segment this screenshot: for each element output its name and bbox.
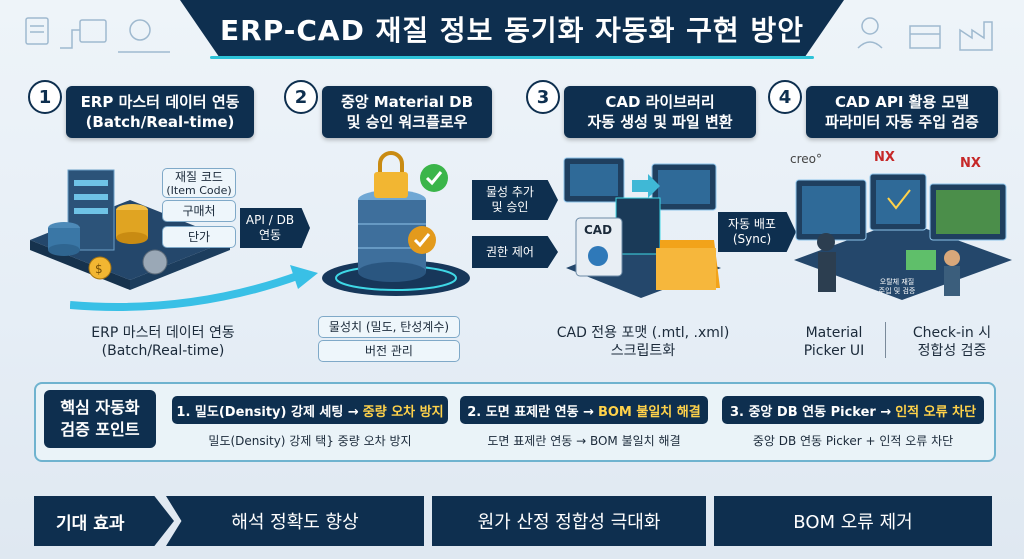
verify-point-2-sub: 도면 표제란 연동 → BOM 불일치 해결	[487, 434, 681, 448]
flow-arrow-icon	[70, 265, 318, 311]
expected-effects-label: 기대 효과	[34, 496, 174, 546]
cad-api-workstation-illustration	[794, 173, 1012, 300]
item-code-chip: 재질 코드(Item Code)	[162, 168, 236, 198]
effect-cost-consistency: 원가 산정 정합성 극대화	[432, 496, 706, 546]
effect-bom-error-removal: BOM 오류 제거	[714, 496, 992, 546]
erp-server-illustration: $	[30, 169, 230, 290]
svg-text:CAD: CAD	[584, 223, 612, 237]
properties-chip: 물성치 (밀도, 탄성계수)	[318, 316, 460, 338]
permission-arrow: 권한 제어	[472, 236, 558, 268]
factory-decoration-icon	[857, 17, 993, 51]
step-2-number: 2	[284, 80, 318, 114]
title-banner: ERP-CAD 재질 정보 동기화 자동화 구현 방안	[180, 0, 844, 58]
step-1-number: 1	[28, 80, 62, 114]
creo-brand-label: creo°	[790, 152, 822, 166]
step-1-header: ERP 마스터 데이터 연동(Batch/Real-time)	[66, 86, 254, 138]
vendor-chip: 구매처	[162, 200, 236, 222]
step-4-number: 4	[768, 80, 802, 114]
nx-brand-label-1: NX	[874, 150, 895, 165]
verify-point-3-sub: 중앙 DB 연동 Picker + 인적 오류 차단	[752, 434, 954, 448]
erp-caption: ERP 마스터 데이터 연동(Batch/Real-time)	[91, 325, 235, 359]
title-underline	[210, 56, 814, 59]
cad-library-illustration: CAD	[563, 157, 721, 298]
step-3-number: 3	[526, 80, 560, 114]
verify-point-3: 3. 중앙 DB 연동 Picker →인적 오류 차단	[722, 396, 984, 424]
nx-brand-label-2: NX	[960, 156, 981, 171]
svg-text:$: $	[95, 262, 103, 276]
verify-point-2: 2. 도면 표제란 연동 →BOM 불일치 해결	[460, 396, 708, 424]
unit-price-chip: 단가	[162, 226, 236, 248]
effect-analysis-accuracy: 해석 정확도 향상	[166, 496, 424, 546]
version-control-chip: 버전 관리	[318, 340, 460, 362]
auto-deploy-arrow: 자동 배포(Sync)	[718, 212, 796, 252]
cad-library-caption: CAD 전용 포맷 (.mtl, .xml)스크립트화	[556, 325, 730, 359]
circuit-decoration-icon	[25, 17, 170, 53]
verify-point-1-sub: 밀도(Density) 강제 택} 중량 오차 방지	[208, 434, 412, 448]
page-title: ERP-CAD 재질 정보 동기화 자동화 구현 방안	[220, 14, 804, 47]
material-db-illustration	[322, 151, 470, 296]
caption-divider	[885, 322, 886, 358]
verify-point-1: 1. 밀도(Density) 강제 세팅 →중량 오차 방지	[172, 396, 448, 424]
